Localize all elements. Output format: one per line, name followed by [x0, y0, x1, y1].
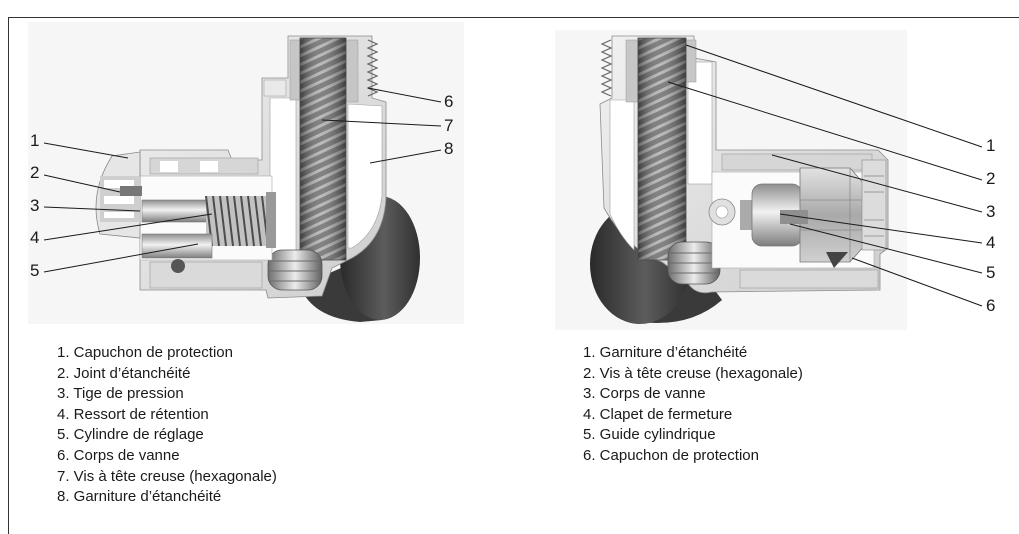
- left-callout-3: 3: [30, 196, 39, 215]
- left-bottom-boss: [171, 259, 185, 273]
- left-screw-shading: [299, 37, 347, 261]
- right-callout-3: 3: [986, 202, 995, 221]
- left-leader-4: [43, 213, 213, 241]
- left-seal-sleeve-right: [345, 39, 359, 103]
- right-callout-4: 4: [986, 233, 995, 252]
- left-legend-item-6: 6. Corps de vanne: [57, 446, 180, 464]
- left-leader-2: [43, 174, 121, 193]
- left-leader-7: [321, 119, 442, 127]
- left-screw-head-bands: [269, 260, 321, 282]
- left-bottom-wall: [149, 261, 263, 289]
- left-legend-item-8: 8. Garniture d’étanchéité: [57, 488, 222, 506]
- left-top-wall-slot-1: [160, 161, 178, 172]
- right-legend-item-6: 6. Capuchon de protection: [583, 446, 759, 464]
- left-leader-8: [369, 149, 442, 164]
- left-cap-groove-1: [104, 180, 134, 188]
- left-legend-item-2: 2. Joint d’étanchéité: [57, 364, 191, 382]
- left-callout-7: 7: [444, 116, 453, 135]
- left-leader-3: [43, 206, 141, 212]
- right-legend: 1. Garniture d’étanchéité 2. Vis à tête …: [583, 343, 803, 467]
- right-end-cap: [861, 159, 887, 251]
- left-top-wall-slot-2: [200, 161, 218, 172]
- left-cap-groove-3: [104, 212, 134, 218]
- right-bottom-wall: [739, 269, 879, 289]
- left-legend: 1. Capuchon de protection 2. Joint d’éta…: [57, 343, 277, 508]
- left-leader-1: [43, 142, 129, 159]
- right-socket-screw: [637, 37, 721, 285]
- right-hex-nut-facets: [800, 168, 866, 262]
- right-callout-6: 6: [986, 296, 995, 315]
- left-valve-illustration: [28, 22, 464, 324]
- right-leader-3: [771, 154, 983, 213]
- left-horizontal-section: [139, 157, 276, 289]
- right-end-cap-grooves: [864, 175, 884, 237]
- left-seal-sleeve-left: [289, 39, 301, 101]
- right-leader-4: [779, 213, 983, 244]
- right-neck-cut-right: [687, 61, 713, 185]
- left-callout-6: 6: [444, 92, 453, 111]
- left-sealing-joint: [120, 186, 142, 196]
- right-leader-6: [851, 257, 983, 307]
- left-adjusting-cylinder: [141, 233, 213, 259]
- left-legend-item-7: 7. Vis à tête creuse (hexagonale): [57, 467, 277, 485]
- right-legend-item-5: 5. Guide cylindrique: [583, 426, 716, 444]
- right-leader-1: [685, 44, 983, 148]
- right-neck-cut-left: [609, 99, 635, 251]
- left-nipple-threads: [366, 39, 379, 97]
- left-hex-step: [263, 79, 287, 97]
- left-legend-item-3: 3. Tige de pression: [57, 385, 184, 403]
- left-leader-5: [43, 243, 199, 273]
- left-legend-item-4: 4. Ressort de rétention: [57, 405, 209, 423]
- right-screw-head-bands: [669, 252, 719, 274]
- right-hex-nut: [799, 167, 867, 263]
- left-cap-groove-2: [104, 196, 134, 204]
- right-seal-sleeve-left: [625, 39, 639, 103]
- right-callout-5: 5: [986, 263, 995, 282]
- left-retention-spring: [205, 195, 269, 247]
- left-leader-lines: [43, 87, 442, 273]
- right-valve-illustration: [555, 30, 907, 330]
- right-nipple-threads: [600, 39, 613, 97]
- right-legend-item-4: 4. Clapet de fermeture: [583, 405, 733, 423]
- right-legend-item-2: 2. Vis à tête creuse (hexagonale): [583, 364, 803, 382]
- left-socket-screw: [267, 37, 347, 291]
- right-legend-item-3: 3. Corps de vanne: [583, 385, 706, 403]
- left-callout-1: 1: [30, 131, 39, 150]
- right-valve-stem: [740, 200, 754, 230]
- left-protection-cap: [95, 151, 142, 239]
- left-callouts: 1 2 3 4 5 6 7 8: [30, 92, 453, 280]
- right-callout-2: 2: [986, 169, 995, 188]
- right-callouts: 1 2 3 4 5 6: [986, 136, 995, 315]
- left-legend-item-1: 1. Capuchon de protection: [57, 344, 233, 361]
- right-leader-2: [667, 81, 983, 181]
- right-body-boss-hole: [715, 205, 729, 219]
- right-legend-item-1: 1. Garniture d’étanchéité: [583, 344, 748, 361]
- right-leader-lines: [667, 44, 983, 307]
- left-leader-6: [367, 87, 442, 103]
- left-callout-5: 5: [30, 261, 39, 280]
- left-legend-item-5: 5. Cylindre de réglage: [57, 426, 204, 444]
- left-callout-4: 4: [30, 228, 39, 247]
- right-callout-1: 1: [986, 136, 995, 155]
- right-protection-cap-tip: [826, 252, 848, 268]
- left-callout-8: 8: [444, 139, 453, 158]
- left-spring-plug: [266, 192, 276, 248]
- right-horizontal-section: [708, 153, 887, 289]
- left-neck-cut-right: [347, 103, 383, 249]
- right-cylindrical-guide: [780, 210, 808, 224]
- left-screw-head: [267, 249, 323, 291]
- right-screw-shading: [637, 37, 687, 261]
- left-callout-2: 2: [30, 163, 39, 182]
- right-leader-5: [789, 223, 983, 274]
